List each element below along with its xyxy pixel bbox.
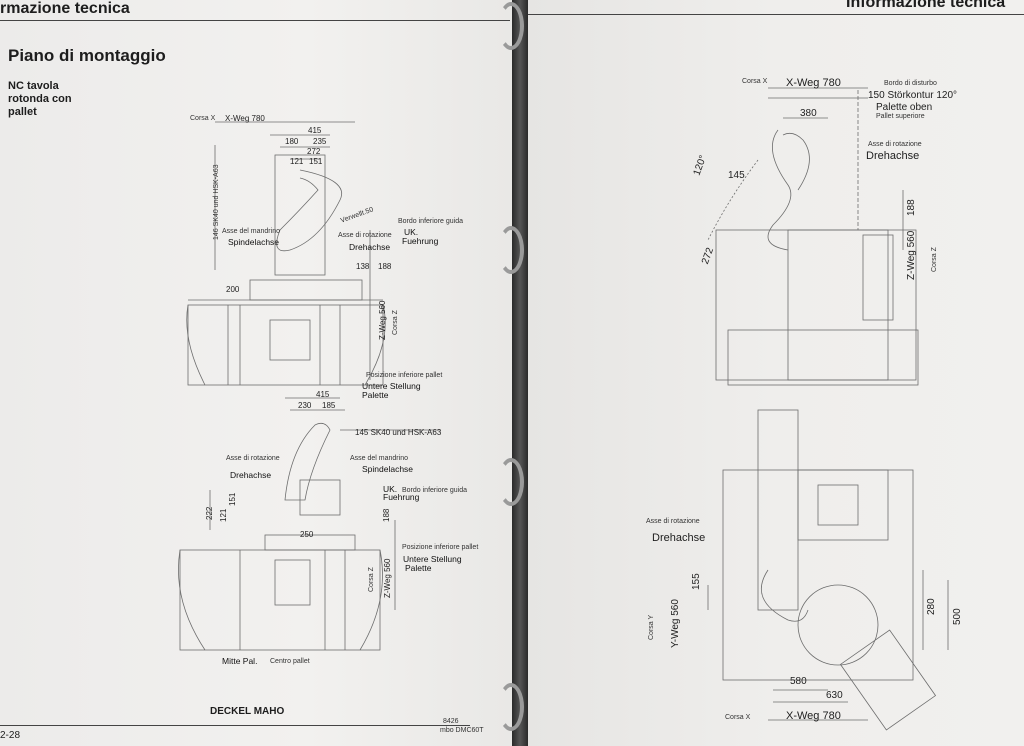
binder-ring [498, 2, 524, 50]
dim-180: 180 [285, 137, 299, 146]
drehachse-b-label: Drehachse [230, 470, 272, 480]
header-rule [0, 20, 510, 21]
asse-rotazione-right-label: Asse di rotazione [868, 141, 922, 148]
spindelachse-b-label: Spindelachse [362, 464, 414, 474]
footer-code: 8426 [443, 718, 459, 725]
corsa-x-label: Corsa X [190, 115, 216, 122]
asse-rotazione-bottom-label: Asse di rotazione [646, 518, 700, 525]
corsa-x-right-label: Corsa X [742, 78, 768, 85]
x-weg-right-label: X-Weg 780 [786, 77, 841, 89]
y-weg-label: Y-Weg 560 [670, 599, 681, 648]
dim-580: 580 [790, 676, 807, 687]
asse-rotazione-b-label: Asse di rotazione [226, 455, 280, 462]
corsa-y-label: Corsa Y [648, 614, 655, 640]
stoerkontur-label: 150 Störkontur 120° [868, 90, 958, 101]
dim-151b: 151 [228, 492, 237, 506]
dim-415b: 415 [316, 390, 330, 399]
dim-230: 230 [298, 401, 312, 410]
palette-oben-label: Palette oben [876, 102, 933, 113]
binder-spine [512, 0, 528, 746]
asse-rotazione-label: Asse di rotazione [338, 232, 392, 239]
dim-222: 222 [205, 506, 214, 520]
footer-page-number: 2-28 [0, 730, 21, 741]
pallet-superiore-label: Pallet superiore [876, 113, 925, 120]
untere-b-label: Untere Stellung [403, 554, 462, 564]
dim-250: 250 [300, 530, 314, 539]
dim-200: 200 [226, 285, 240, 294]
untere-label: Untere Stellung [362, 381, 421, 391]
palette-label: Palette [362, 390, 389, 400]
dim-155: 155 [691, 573, 702, 590]
pos-pallet-label: Posizione inferiore pallet [366, 372, 443, 379]
binder-ring [498, 226, 524, 274]
pos-pallet-b-label: Posizione inferiore pallet [402, 544, 479, 551]
fuehrung-b-label: Fuehrung [383, 492, 420, 502]
bordo-guida-b-label: Bordo inferiore guida [402, 487, 467, 494]
machine-table-bottom [179, 549, 381, 651]
dim-380: 380 [800, 108, 817, 119]
asse-mandrino-label: Asse del mandrino [222, 228, 280, 235]
binder-ring [498, 683, 524, 731]
dim-630: 630 [826, 690, 843, 701]
fuehrung-label: Fuehrung [402, 236, 439, 246]
right-page-header: Informazione tecnica [846, 0, 1006, 11]
right-drawings [707, 87, 949, 731]
sk40b-label: 145 SK40 und HSK-A63 [355, 428, 442, 437]
page-title: Piano di montaggio [8, 46, 166, 65]
dim-151: 151 [309, 157, 323, 166]
page-subtitle: NC tavola rotonda con pallet [8, 80, 72, 118]
sk40-label: 146 SK40 und HSK-A63 [213, 164, 220, 241]
footer-brand: DECKEL MAHO [210, 706, 285, 717]
spindelachse-label: Spindelachse [228, 237, 280, 247]
z-weg-right-label: Z-Weg 560 [906, 230, 917, 280]
x-weg-label: X-Weg 780 [225, 114, 265, 123]
x-weg-bottom-label: X-Weg 780 [786, 710, 841, 722]
corsa-z-label: Corsa Z [392, 310, 399, 335]
drehachse-label: Drehachse [349, 242, 391, 252]
z-weg-label: Z-Weg 560 [378, 300, 387, 340]
z-weg-b-label: Z-Weg 560 [383, 558, 392, 598]
left-page: rmazione tecnica Piano di montaggio NC t… [0, 0, 512, 746]
asse-mandrino-b-label: Asse del mandrino [350, 455, 408, 462]
right-page: Informazione tecnica [528, 0, 1024, 746]
machine-body-top [715, 229, 917, 381]
dim-280: 280 [926, 598, 937, 615]
left-drawings [178, 121, 440, 651]
dim-188-right: 188 [906, 199, 917, 216]
footer-model: mbo DMC60T [440, 727, 484, 734]
corsa-z-b-label: Corsa Z [368, 567, 375, 592]
dim-188: 188 [378, 262, 392, 271]
dim-185: 185 [322, 401, 336, 410]
machine-table-top [187, 304, 384, 386]
dim-235: 235 [313, 137, 327, 146]
corsa-z-right-label: Corsa Z [931, 247, 938, 272]
drehachse-bottom-label: Drehachse [652, 532, 706, 544]
dim-272: 272 [307, 147, 321, 156]
dim-415: 415 [308, 126, 322, 135]
dim-121b: 121 [219, 508, 228, 522]
centro-pallet-label: Centro pallet [270, 658, 310, 665]
dim-145: 145 [728, 170, 745, 181]
bordo-guida-label: Bordo inferiore guida [398, 218, 463, 225]
header-rule [528, 14, 1024, 15]
bordo-disturbo-label: Bordo di disturbo [884, 80, 937, 87]
uk-label: UK. [404, 227, 419, 237]
dim-500: 500 [952, 608, 963, 625]
dim-121: 121 [290, 157, 304, 166]
corsa-x-bottom-label: Corsa X [725, 714, 751, 721]
uk-b-label: UK. [383, 484, 398, 494]
palette-b-label: Palette [405, 563, 432, 573]
drehachse-right-label: Drehachse [866, 150, 920, 162]
mitte-pal-label: Mitte Pal. [222, 656, 258, 666]
footer-rule [0, 725, 470, 726]
binder-ring [498, 458, 524, 506]
dim-188b: 188 [382, 508, 391, 522]
dim-138: 138 [356, 262, 370, 271]
left-page-header: rmazione tecnica [0, 0, 130, 17]
